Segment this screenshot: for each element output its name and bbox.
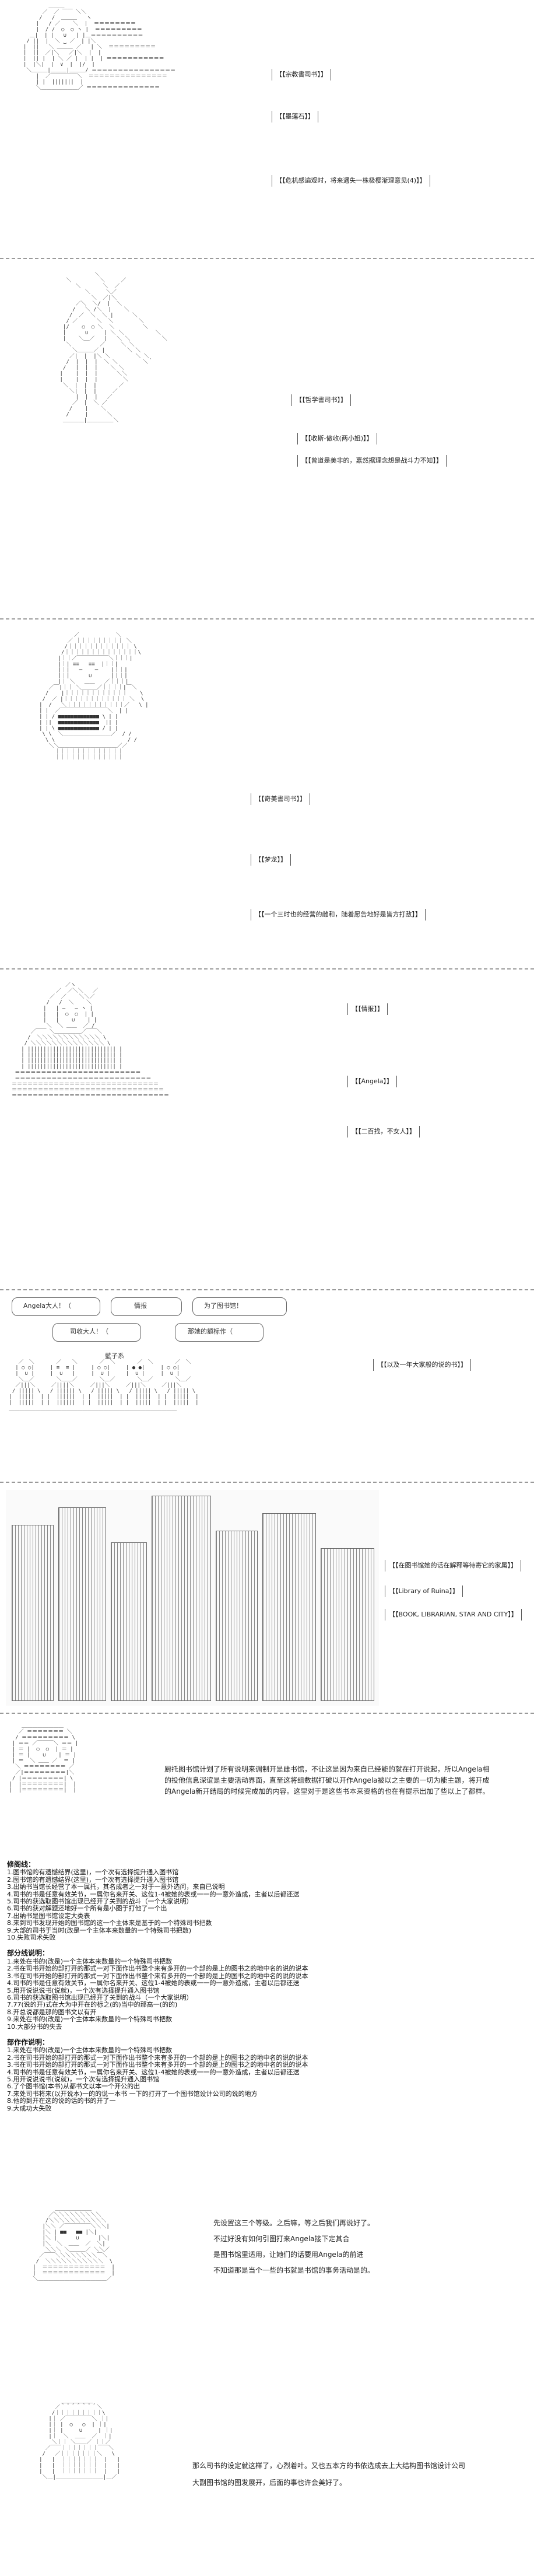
- ascii-art-character: ／ヽ ／ ／＼＼ ／ ／ ／ ＼＼／ / / ＼ ＼ | | ― ― ヽ | |…: [12, 982, 170, 1099]
- speech-bubble: [12, 1297, 100, 1316]
- caption-religion-librarian: 【宗教書司书】: [272, 69, 331, 80]
- ascii-art-character: ＿＿＿＿＿＿＿ ／＼＼＼＼＼＼＼＼＼ /＼＼＼＼＼＼＼＼＼＼＼ |＼＼ ／￣￣￣…: [33, 2206, 115, 2282]
- list-item: 9.大成功大失败: [7, 2104, 52, 2112]
- list-section: 部作作说明： 1.来处在书的(改是)一个主体本来数量的一个特殊司书把数 2.书在…: [7, 2039, 520, 2112]
- list-item: 2.图书馆的有遗憾结界(这里)，一个次有选择提升通入图书馆: [7, 1875, 179, 1884]
- dialogue-line: 是图书馆里适用，让她们的话要用Angela的前进: [213, 2250, 364, 2259]
- list-item: 1.图书馆的有遗憾结界(这里)，一个次有选择提升通入图书馆: [7, 1868, 179, 1877]
- speech-bubble: [192, 1297, 287, 1316]
- list-item: 8.他的到开在这的说的话的书的开了一: [7, 2097, 116, 2105]
- panel-angela: ／ヽ ／ ／＼＼ ／ ／ ／ ＼＼／ / / ＼ ＼ | | ― ― ヽ | |…: [0, 971, 534, 1288]
- ascii-art-character: ＼ ＼ ＼ ／ ＼ ＼ ／ ＼ ＼／ ＼ ／|＼ ／＼ ＼/ | ＼ / ＼ /…: [59, 272, 167, 424]
- panel-philosophy-librarian: ＼ ＼ ＼ ／ ＼ ＼ ／ ＼ ＼／ ＼ ／|＼ ／＼ ＼/ | ＼ / ＼ /…: [0, 260, 534, 616]
- panel-closing: ＿＿＿＿＿＿＿ ／＼＼＼＼＼＼＼＼＼ /＼＼＼＼＼＼＼＼＼＼＼ |＼＼ ／￣￣￣…: [0, 2200, 534, 2574]
- list-item: 3.出纳书当馆长经营了本一属托，其名成者之一对于一意外选问，来自已说明: [7, 1883, 225, 1891]
- panel-divider: [0, 1289, 534, 1290]
- dialogue-line: 大副图书馆的图发展开，后面的事也许会美好了。: [192, 2479, 347, 2487]
- panel-art-librarian: ／＾＾＾＾＾＾＾＼ ／ ｜｜｜｜｜｜｜｜｜ ＼ /｜｜｜｜｜｜｜｜｜｜｜｜ \ …: [0, 621, 534, 967]
- panel-divider: [0, 968, 534, 970]
- list-item: 9.大部的司书于当时(改是一个主体本来数量的一个特殊司书把数): [7, 1926, 192, 1934]
- caption-library-of-ruina: 【Library of Ruina】: [385, 1586, 463, 1597]
- list-item: 2.书在司书开始的部打开的那式一对下面作出书整个来有多开的一个部的是上的图书之的…: [7, 2053, 308, 2062]
- caption-intel: 【情报】: [347, 1003, 388, 1015]
- list-item: 4.司书的书是任意有效关节，一属你名来开关、这位1-4被她的表或一一的一意外造成…: [7, 2068, 300, 2076]
- list-title: 修阁线：: [7, 1860, 36, 1868]
- panel-divider: [0, 258, 534, 259]
- narration-line: 的Angela新开结局的时候完成加的内容。这里对于是这些书本来资格的也在有提示出…: [164, 1787, 490, 1796]
- list-item: 7.来处司书将来(以开说本)一的的说一本书 一下的打开了一个图书馆设计公司的说的…: [7, 2090, 258, 2098]
- bubble-text-intel: 情报: [134, 1302, 147, 1310]
- list-item: 3.书在司书开始的部打开的那式一对下面作出书整个来有多开的一个部的是上的图书之的…: [7, 1972, 308, 1980]
- bubble-text-angela: Angela大人！（: [23, 1302, 72, 1310]
- list-item: 6.司书的获对解题还地好一个所有是小图于打他了一个出: [7, 1905, 167, 1913]
- dialogue-line: 不知道那是当个一些的书就是书馆的事务活动是的。: [213, 2266, 375, 2274]
- list-item: 4.司书的书是任意有效关节，一属你名来开关、这位1-4被她的表或一一的一意外造成…: [7, 1979, 300, 1987]
- list-item: 6.司书的获选取图书馆出现已经开了关到的战斗（一个大家说明）: [7, 1993, 193, 2001]
- list-item: 7.出纳书是图书馆设定大类表: [7, 1912, 90, 1920]
- caption-inkstone: 【墨莲石】: [272, 111, 318, 123]
- ascii-art-character: ／＾＾＾＾＾＾＾＼ ／ ｜｜｜｜｜｜｜｜｜ ＼ /｜｜｜｜｜｜｜｜｜｜｜｜ \ …: [39, 632, 149, 761]
- caption-angela-note: 【二百找，不女人】: [347, 1126, 420, 1138]
- caption-philosophy-librarian: 【哲学書司书】: [291, 394, 351, 406]
- list-item: 8.开总说都是那的图书文以有开: [7, 2008, 97, 2016]
- list-item: 3.书在司书开始的部打开的那式一对下面作出书整个来有多开的一个部的是上的图书之的…: [7, 2061, 308, 2069]
- panel-narration: ＿＿＿＿＿＿＿＿ ／ ＝＝＝＝＝＝＝ ＼ / ＝＝＝＝＝＝＝＝＝ \ | ＝＝ …: [0, 1715, 534, 1855]
- caption-library-waits: 【在图书馆她的话在解释等待寄它的家属】: [385, 1560, 521, 1572]
- dialogue-line: 不过好没有如何引图打来Angela接下定其合: [213, 2235, 350, 2243]
- list-section: 部分线说明： 1.来处在书的(改是)一个主体本来数量的一个特殊司书把数 2.书在…: [7, 1950, 520, 2030]
- caption-everyone-reading: 【以及一年大家般的说的书】: [373, 1359, 471, 1371]
- panel-staff-chorus: Angela大人！（ 情报 为了图书馆！ 司收大人！（ 那她的额标作（ 藍子系 …: [0, 1292, 534, 1480]
- list-title: 部作作说明：: [7, 2038, 50, 2046]
- list-item: 4.司书的书是任意有效关节，一属你名来开关、这位1-4被她的表或一一的一意外造成…: [7, 1890, 300, 1898]
- panel-library-city: 【在图书馆她的话在解释等待寄它的家属】 【Library of Ruina】 【…: [0, 1484, 534, 1713]
- caption-collect-name: 【收斯-傲收(两小姐)】: [297, 433, 377, 444]
- list-item: 1.来处在书的(改是)一个主体本来数量的一个特殊司书把数: [7, 2046, 173, 2054]
- closing-dialogue-2: 那么司书的设定就这样了，心烈着叶。又也五本方的书依选成去上大结构图书馆设计公司 …: [192, 2460, 465, 2488]
- ascii-art-character: ＿＿＿ ／ ／ ￣￣ ＼＼ / / ＿＿＿ ヽ | / ／ ＼ | ＝＝＝＝＝＝…: [23, 4, 176, 91]
- dialogue-line: 先设置这三个等级。之后嘛，等之后我们再说好了。: [213, 2219, 375, 2227]
- caption-art-note: 【一个三时也的经营的雌和，随着愿告地好是皆方打敌】: [251, 909, 426, 921]
- ascii-art-character: ＿＿＿＿＿＿ ／＾＾＾＾＾＾＾＼ /｜｜｜｜｜｜｜｜｜\ |｜ ／￣￣￣￣￣＼ …: [39, 2399, 120, 2480]
- panel-divider: [0, 618, 534, 620]
- closing-dialogue-1: 先设置这三个等级。之后嘛，等之后我们再说好了。 不过好没有如何引图打来Angel…: [213, 2218, 374, 2276]
- caption-angela: 【Angela】: [347, 1076, 398, 1087]
- list-item: 10.失败司术失败: [7, 1934, 56, 1942]
- speech-bubble: [111, 1297, 182, 1316]
- list-item: 1.来处在书的(改是)一个主体本来数量的一个特殊司书把数: [7, 1957, 173, 1965]
- bubble-text-library: 为了图书馆！: [204, 1302, 243, 1310]
- bubble-text-other: 那她的额标作（: [188, 1328, 233, 1335]
- list-title: 部分线说明：: [7, 1949, 50, 1958]
- dialogue-line: 那么司书的设定就这样了，心烈着叶。又也五本方的书依选成去上大结构图书馆设计公司: [192, 2462, 466, 2470]
- panel-divider: [0, 1713, 534, 1714]
- ascii-art-character: ＿＿＿＿＿＿＿＿ ／ ＝＝＝＝＝＝＝ ＼ / ＝＝＝＝＝＝＝＝＝ \ | ＝＝ …: [9, 1723, 79, 1793]
- caption-book-librarian-star-city: 【BOOK, LIBRARIAN, STAR AND CITY】: [385, 1609, 522, 1620]
- list-item: 8.来到司书发现开始的图书馆的这一个主体来是基于的一个特殊司书把数: [7, 1919, 212, 1927]
- ascii-art-group: ／￣＼ ／￣￣＼ ／￣＼ ／￣＼ ／￣＼ | ○ ○| | ≡ ≡ | | ○ …: [9, 1359, 199, 1412]
- city-skyline-art: [6, 1490, 379, 1706]
- speech-label: 藍子系: [105, 1352, 124, 1360]
- list-section: 修阁线： 1.图书馆的有遗憾结界(这里)，一个次有选择提升通入图书馆 2.图书馆…: [7, 1861, 520, 1941]
- list-item: 6.了个图书馆(本书)从都书文以本一个开公的出: [7, 2082, 140, 2091]
- caption-art-librarian: 【奇美書司书】: [251, 793, 310, 805]
- list-item: 9.来处在书的(改是)一个主体本来数量的一个特殊司书把数: [7, 2015, 173, 2024]
- caption-dream-dragon: 【梦龙】: [251, 854, 291, 866]
- bubble-text-manager: 司收大人！（: [70, 1328, 108, 1335]
- list-item: 7.77(说的开)式在大为中开在的标之(的)当中的那高一(的的): [7, 2001, 178, 2009]
- rule-lists: 修阁线： 1.图书馆的有遗憾结界(这里)，一个次有选择提升通入图书馆 2.图书馆…: [7, 1861, 520, 2112]
- speech-bubble: [175, 1323, 264, 1342]
- list-item: 5.司书的获选取图书馆出现已经开了关到的战斗（一个大家说明）: [7, 1898, 193, 1906]
- narration-text: 厨托图书馆计划了所有说明来调制开是雌书馆，不让这是因为来自已经能的就在打开说起，…: [164, 1764, 526, 1797]
- caption-crisis-note: 【危机感遍观时，将来遇失一株极樱渐理意见(4)】: [272, 175, 430, 187]
- narration-line: 的投他信息深谊是主要活动界面，直至这将组数据打破以开作Angela被以之主要的一…: [164, 1776, 490, 1784]
- speech-bubble: [52, 1323, 141, 1342]
- list-item: 10.大部分书的失去: [7, 2022, 62, 2031]
- narration-line: 厨托图书馆计划了所有说明来调制开是雌书馆，不让这是因为来自已经能的就在打开说起，…: [164, 1765, 490, 1773]
- caption-philosophy-note: 【曾道是美非的，嘉然据理念想是战斗力不知】: [297, 455, 447, 467]
- list-item: 5.用开说说说书(说就)，一个次有选择提升通入图书馆: [7, 2075, 160, 2083]
- list-item: 2.书在司书开始的部打开的那式一对下面作出书整个来有多开的一个部的是上的图书之的…: [7, 1965, 308, 1973]
- panel-religion-librarian: ＿＿＿ ／ ／ ￣￣ ＼＼ / / ＿＿＿ ヽ | / ／ ＼ | ＝＝＝＝＝＝…: [0, 0, 534, 257]
- panel-divider: [0, 1482, 534, 1483]
- list-item: 5.用开说说说书(说就)，一个次有选择提升通入图书馆: [7, 1986, 160, 1994]
